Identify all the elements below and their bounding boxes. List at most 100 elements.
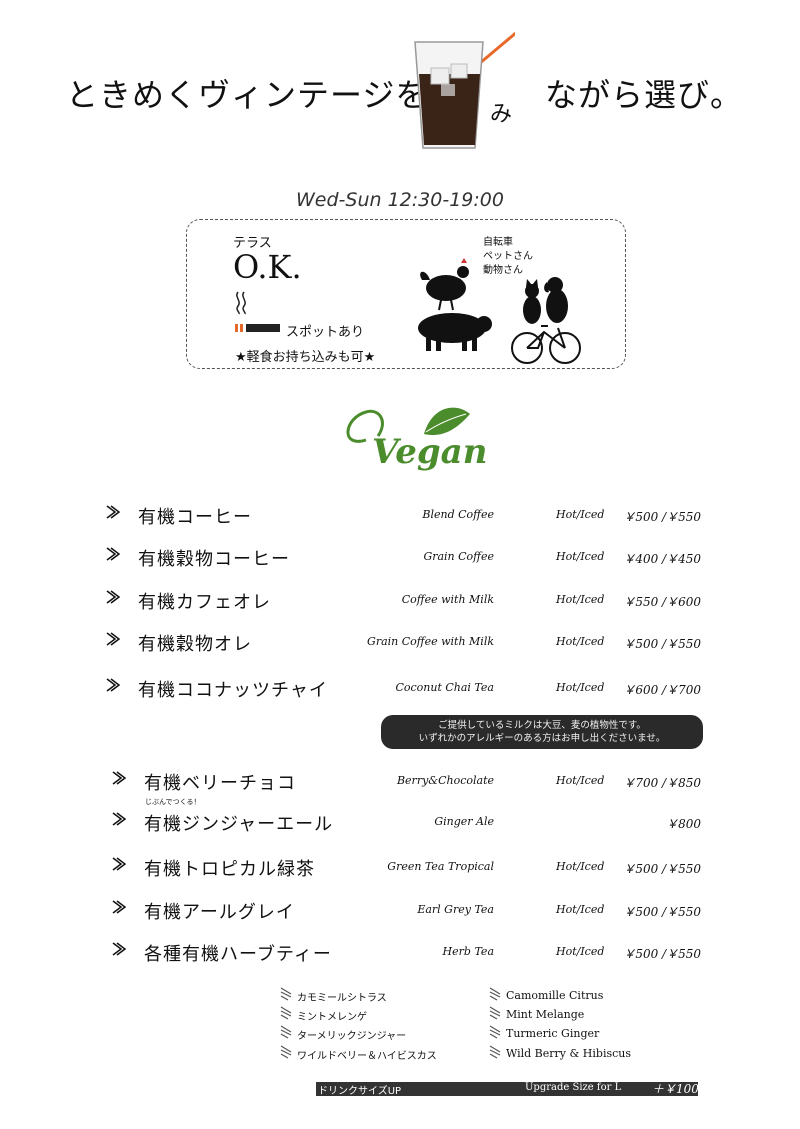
vegan-logo-text: Vegan [372,432,488,472]
menu-item-temp: Hot/Iced [556,593,605,606]
menu-item-name-en: Berry&Chocolate [396,774,494,787]
menu-item-name-jp: 各種有機ハーブティー [144,944,332,965]
menu-item-name-en: Blend Coffee [422,508,494,521]
menu-item-temp: Hot/Iced [556,903,605,916]
arrow-bullet-icon [106,632,120,646]
arrow-bullet-icon [112,771,126,785]
arrow-bullet-icon [106,505,120,519]
pets-note-line: 自転車 [483,237,513,248]
animals-illustration [418,258,581,364]
herb-name-jp: カモミールシトラス [297,993,387,1004]
menu-item-name-en: Green Tea Tropical [387,860,494,873]
opening-hours: Wed-Sun 12:30-19:00 [296,189,504,211]
menu-item-name-jp: 有機コーヒー [138,507,252,528]
menu-item-temp: Hot/Iced [556,945,605,958]
herb-bullet-icon [489,1006,501,1020]
herb-bullet-icon [489,1025,501,1039]
terrace-label: テラス [233,236,272,251]
menu-item-price: ￥550 /￥600 [623,595,701,609]
title-text-mi: み [490,102,513,127]
menu-item-price: ￥500 /￥550 [623,905,701,919]
title-text-before: ときめくヴィンテージを [66,76,429,114]
menu-item-temp: Hot/Iced [556,508,605,521]
menu-item-name-jp: 有機ベリーチョコ [144,773,296,794]
info-box [186,219,626,369]
arrow-bullet-icon [112,942,126,956]
iced-coffee-illustration [414,31,515,149]
upsize-price: ＋￥100 [652,1082,699,1096]
arrow-bullet-icon [106,590,120,604]
dog-icon [544,277,568,323]
food-note: ★軽食お持ち込みも可★ [235,350,376,365]
menu-item-price: ￥600 /￥700 [623,683,701,697]
pets-note-line: 動物さん [483,265,523,276]
menu-item-price: ￥800 [666,817,701,831]
herb-bullet-icon [489,987,501,1001]
smoke-icon [236,291,246,315]
herb-bullet-icon [280,1006,292,1020]
ice-cube [450,63,468,79]
herb-bullet-icon [280,1025,292,1039]
herb-bullet-icon [280,1045,292,1059]
herb-name-en: Camomille Citrus [506,989,604,1002]
menu-item-temp: Hot/Iced [556,774,605,787]
smoking-spot-label: スポットあり [286,325,365,340]
menu-item: 有機穀物オレ Grain Coffee with Milk Hot/Iced ￥… [0,630,800,660]
pig-icon [418,313,492,351]
menu-item-temp: Hot/Iced [556,635,605,648]
menu-item: 有機カフェオレ Coffee with Milk Hot/Iced ￥550 /… [0,588,800,618]
arrow-bullet-icon [106,678,120,692]
menu-item-name-en: Coffee with Milk [401,593,494,606]
herb-name-jp: ターメリックジンジャー [297,1031,407,1042]
menu-item-name-jp: 有機ジンジャーエール [144,814,334,835]
menu-item-name-jp: 有機穀物コーヒー [138,549,290,570]
menu-item-name-jp: 有機トロピカル緑茶 [144,859,315,880]
menu-item-name-jp: 有機ココナッツチャイ [138,680,328,701]
menu-item-price: ￥500 /￥550 [623,510,701,524]
menu-item-name-jp: 有機カフェオレ [138,592,271,613]
leaf-icon [346,407,470,443]
herb-bullet-icon [280,987,292,1001]
menu-item-name-en: Grain Coffee with Milk [367,635,494,648]
menu-item-name-en: Grain Coffee [423,550,494,563]
coffee-liquid [419,74,480,145]
upsize-bar [316,1082,698,1096]
menu-item-name-en: Herb Tea [442,945,494,958]
arrow-bullet-icon [112,857,126,871]
menu-item-price: ￥400 /￥450 [623,552,701,566]
menu-item-temp: Hot/Iced [556,681,605,694]
menu-item: 有機トロピカル緑茶 Green Tea Tropical Hot/Iced ￥5… [0,855,800,885]
menu-item: 有機ジンジャーエール Ginger Ale ￥800 [0,810,800,840]
herb-name-jp: ワイルドベリー＆ハイビスカス [297,1051,437,1062]
terrace-value: O.K. [233,248,302,286]
menu-item-price: ￥700 /￥850 [623,776,701,790]
herb-name-en: Mint Melange [506,1008,585,1021]
arrow-bullet-icon [112,900,126,914]
milk-note-line: ご提供しているミルクは大豆、麦の植物性です。 [438,720,646,731]
ginger-ale-ruby: じぶんでつくる！ [145,798,201,806]
herb-name-jp: ミントメレンゲ [297,1012,367,1023]
menu-item: 有機コーヒー Blend Coffee Hot/Iced ￥500 /￥550 [0,503,800,533]
cat-icon [523,279,541,324]
upsize-label-jp: ドリンクサイズUP [318,1086,402,1097]
menu-item-price: ￥500 /￥550 [623,862,701,876]
menu-item: 有機穀物コーヒー Grain Coffee Hot/Iced ￥400 /￥45… [0,545,800,575]
ice-cube [441,84,455,96]
menu-item-name-en: Earl Grey Tea [417,903,494,916]
menu-item: 各種有機ハーブティー Herb Tea Hot/Iced ￥500 /￥550 [0,940,800,970]
menu-item-temp: Hot/Iced [556,550,605,563]
herb-bullet-icon [489,1045,501,1059]
menu-item-name-jp: 有機穀物オレ [138,634,252,655]
menu-item-name-en: Coconut Chai Tea [395,681,494,694]
menu-item-name-en: Ginger Ale [434,815,494,828]
menu-item-price: ￥500 /￥550 [623,947,701,961]
pets-note: 自転車 ペットさん 動物さん [483,236,533,278]
herb-name-en: Wild Berry & Hibiscus [506,1047,632,1060]
menu-item-name-jp: 有機アールグレイ [144,902,295,923]
bicycle-icon [511,325,581,364]
menu-item: 有機ベリーチョコ Berry&Chocolate Hot/Iced ￥700 /… [0,769,800,799]
menu-item: 有機ココナッツチャイ Coconut Chai Tea Hot/Iced ￥60… [0,676,800,706]
milk-allergy-note: ご提供しているミルクは大豆、麦の植物性です。 いずれかのアレルギーのある方はお申… [381,715,703,749]
menu-item-price: ￥500 /￥550 [623,637,701,651]
arrow-bullet-icon [112,812,126,826]
